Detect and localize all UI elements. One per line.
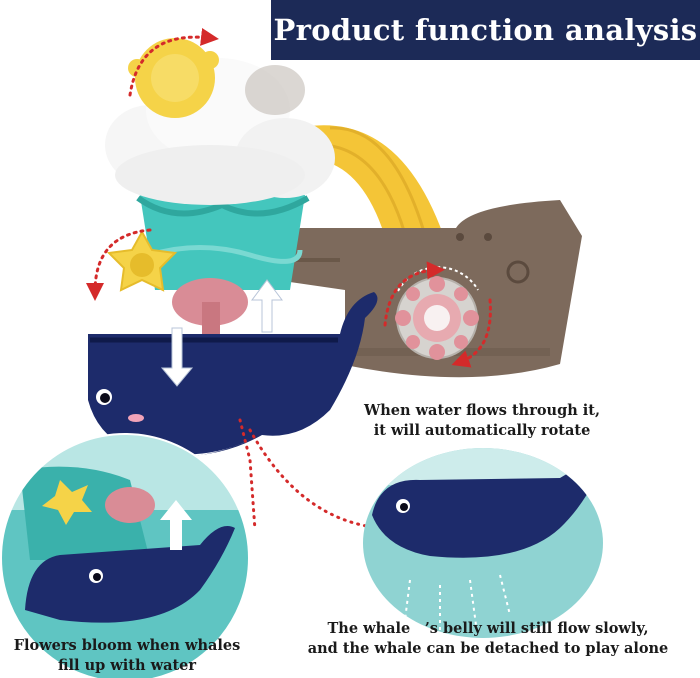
page-title: Product function analysis	[273, 13, 698, 47]
up-down-arrows	[160, 279, 283, 387]
star-flower	[106, 229, 178, 292]
caption-bloom-line-2: fill up with water	[57, 657, 197, 674]
caption-rotate: When water flows through it, it will aut…	[356, 401, 608, 441]
caption-bloom-line-1: Flowers bloom when whales	[13, 637, 241, 654]
teal-cup	[136, 195, 310, 290]
top-flower	[128, 38, 219, 118]
caption-rotate-line-2: it will automatically rotate	[373, 422, 591, 439]
water-wheel	[395, 266, 479, 360]
rotation-arrows	[86, 28, 492, 532]
caption-rotate-line-1: When water flows through it,	[363, 402, 601, 419]
detail-circle-right	[363, 448, 603, 638]
caption-bloom: Flowers bloom when whales fill up with w…	[0, 636, 254, 676]
title-banner: Product function analysis	[271, 0, 700, 60]
detail-circle-left	[1, 434, 249, 678]
caption-belly: The whale ’s belly will still flow slowl…	[288, 619, 688, 659]
caption-belly-line-1: The whale ’s belly will still flow slowl…	[327, 620, 649, 637]
caption-belly-line-2: and the whale can be detached to play al…	[307, 640, 669, 657]
cloud-top	[105, 58, 335, 205]
whale	[88, 292, 378, 457]
